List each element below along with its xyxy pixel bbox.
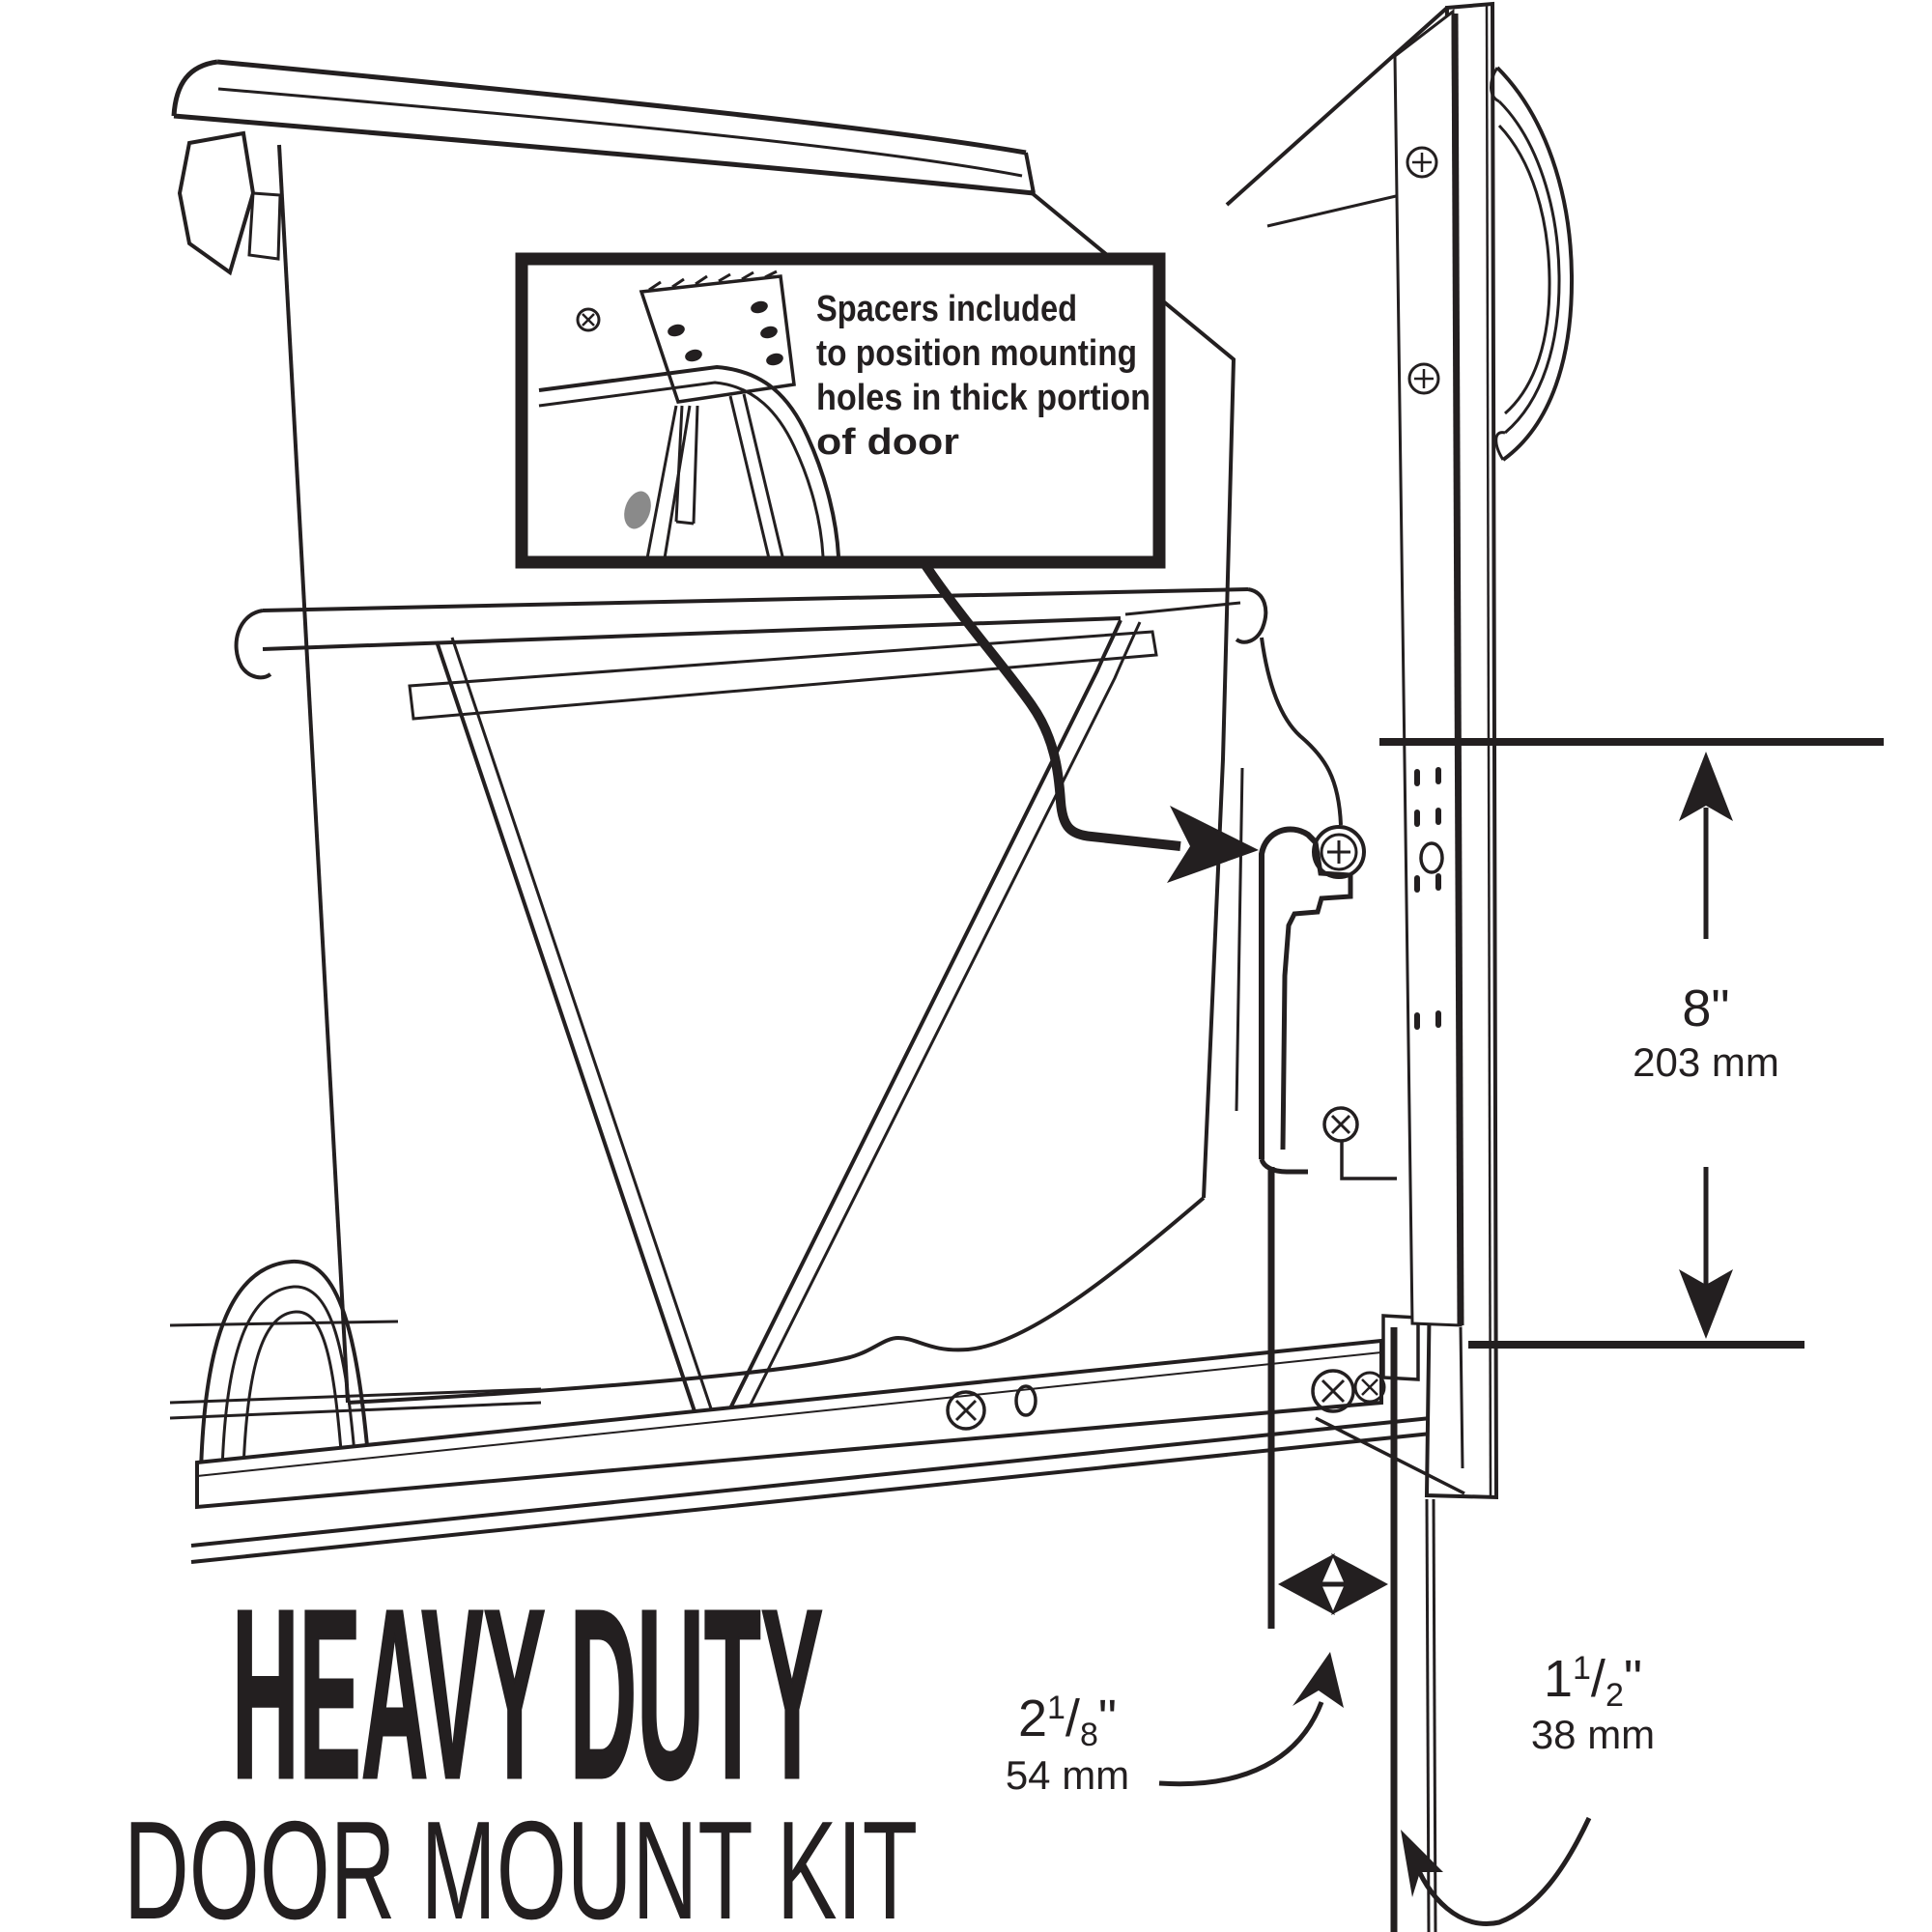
slide-rails <box>190 1314 1469 1564</box>
spacer-strut-right <box>728 393 784 559</box>
basket-bottom-loop-inner <box>242 1310 344 1469</box>
lower-rail-bottom <box>190 1428 1469 1564</box>
callout-line-3: holes in thick portion <box>816 378 1151 418</box>
screw-icon <box>576 307 601 332</box>
rail-slot <box>1014 1384 1037 1417</box>
spacer-wire-inner <box>538 381 825 557</box>
mounting-bracket <box>1259 825 1397 1180</box>
container-latch <box>177 130 256 276</box>
basket-rim-right-hook <box>1235 587 1268 644</box>
basket-lower-wire-a <box>169 1387 542 1405</box>
dimension-door-thickness: 11/2" 38 mm <box>1401 1498 1655 1932</box>
basket-rim-top <box>262 587 1249 612</box>
upper-rail <box>195 1338 1383 1510</box>
screw-icon <box>1311 1369 1355 1413</box>
double-headed-arrow-icon <box>1278 1553 1335 1615</box>
screw-icon <box>946 1390 986 1431</box>
mounting-bar-holes <box>1414 767 1441 1030</box>
screw-icon <box>1312 825 1366 879</box>
screw-icon <box>1353 1371 1386 1404</box>
callout-text: Spacers included to position mounting ho… <box>816 289 1151 463</box>
callout-line-4: of door <box>816 422 959 463</box>
door-back-lower-edge <box>1459 1326 1464 1469</box>
title-heavy-duty: HEAVY DUTY <box>232 1559 823 1829</box>
product-title: HEAVY DUTY DOOR MOUNT KIT <box>124 1558 918 1932</box>
basket-diagonal-right-b <box>742 621 1142 1419</box>
dim-38mm-label: 38 mm <box>1531 1712 1655 1757</box>
lower-rail-top <box>190 1412 1469 1548</box>
dim-203mm-label: 203 mm <box>1633 1039 1779 1085</box>
callout-leader-curve <box>921 562 1181 851</box>
container-bottom-edge <box>347 1196 1206 1405</box>
basket-bottom-loop-mid <box>220 1285 357 1471</box>
container-latch-tab <box>247 191 282 261</box>
spacer-plate-hatch <box>648 270 778 292</box>
basket-rim-left-hook <box>234 609 272 680</box>
curved-leader-arrow-icon <box>1158 1701 1324 1787</box>
spacer-wire-outer <box>538 364 840 557</box>
basket-rim-bottom <box>262 616 1122 651</box>
spacer-plate-holes <box>668 300 783 366</box>
door-face-inner-line <box>1485 5 1492 1496</box>
waste-container <box>171 59 1244 1405</box>
basket-rear-wire <box>169 1320 399 1327</box>
leader-arrowhead <box>1401 1830 1443 1897</box>
curved-leader-arrow-icon <box>1409 1816 1592 1926</box>
up-arrow-icon <box>1679 752 1733 821</box>
callout-line-2: to position mounting <box>816 333 1137 374</box>
dim-54mm-label: 54 mm <box>1006 1752 1129 1798</box>
callout-leader-arrowhead <box>1167 806 1259 883</box>
container-rim-bottom <box>173 113 1035 196</box>
callout-box: Spacers included to position mounting ho… <box>515 252 1259 883</box>
mounting-bar-body <box>1393 8 1463 1327</box>
dimension-bracket-height: 8" 203 mm <box>1379 738 1884 1349</box>
basket-lower-wire-b <box>169 1401 542 1420</box>
bracket-left-edge <box>1259 826 1319 1159</box>
container-rim-endcap <box>1024 152 1036 194</box>
door-top-edge <box>1225 6 1449 207</box>
screw-icon <box>1406 146 1438 179</box>
double-headed-arrow-icon <box>1331 1553 1388 1615</box>
screw-icon <box>1322 1106 1359 1143</box>
dim-8in-label: 8" <box>1682 980 1729 1037</box>
dim-1-1-2-label: 11/2" <box>1544 1650 1642 1714</box>
container-rim-corner <box>171 59 218 117</box>
door-mounting-bar <box>1393 8 1464 1327</box>
leader-arrowhead <box>1293 1652 1344 1708</box>
container-rim-outer <box>216 59 1027 156</box>
basket-rim-bottom-right <box>1124 601 1241 616</box>
rail-door-bracket <box>1381 1314 1420 1381</box>
basket-bottom-loop-outer <box>199 1259 371 1473</box>
mounting-bar-front-edge <box>1451 13 1464 1326</box>
door-panel-top-edge <box>1266 191 1409 228</box>
basket-crossbar <box>408 630 1158 721</box>
callout-line-1: Spacers included <box>816 289 1077 329</box>
extension-line-door-b <box>1432 1498 1437 1932</box>
basket-rim-rear-drop <box>1260 637 1343 826</box>
container-left-edge <box>277 144 350 1404</box>
dimension-bracket-to-door: 21/8" 54 mm <box>1006 1167 1398 1932</box>
spacer-post <box>674 405 699 526</box>
wire-basket <box>169 587 1343 1473</box>
spacer-sketch <box>538 270 840 559</box>
dim-2-1-8-label: 21/8" <box>1018 1690 1117 1753</box>
basket-diagonal-right-a <box>726 619 1122 1413</box>
upper-rail-inner-line <box>196 1351 1382 1477</box>
basket-diagonal-left-a <box>435 640 699 1421</box>
bracket-lower-step <box>1340 1142 1397 1180</box>
bracket-right-profile <box>1280 841 1353 1151</box>
container-rim-inner <box>217 87 1023 178</box>
door-bottom-edge <box>1315 1416 1465 1495</box>
container-right-edge-inner <box>1235 767 1244 1112</box>
spacer-shaded-part <box>624 491 651 529</box>
down-arrow-icon <box>1679 1269 1733 1339</box>
mounting-bar-slot <box>1419 841 1444 874</box>
screw-icon <box>1407 362 1440 395</box>
title-door-mount-kit: DOOR MOUNT KIT <box>124 1792 918 1932</box>
door-handle-icon <box>1490 66 1575 462</box>
basket-diagonal-left-b <box>450 637 715 1415</box>
